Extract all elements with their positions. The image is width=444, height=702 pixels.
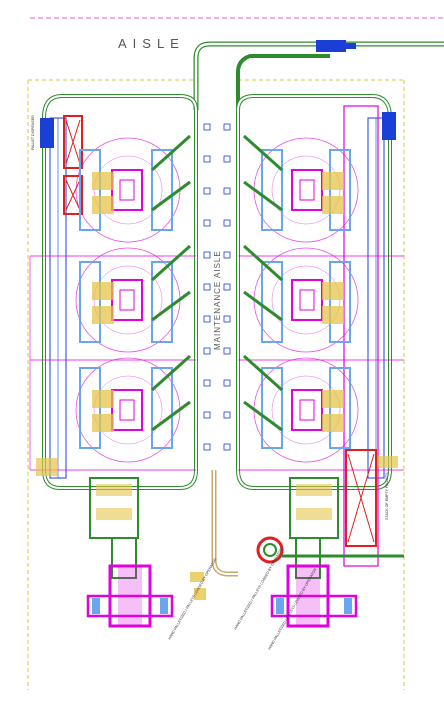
right-output-line — [256, 449, 404, 628]
top-aisle-label: AISLE — [118, 36, 185, 51]
left-cell-2 — [75, 244, 192, 353]
left-output-line — [36, 458, 174, 628]
left-cell-3 — [75, 354, 192, 463]
left-block — [29, 94, 198, 490]
maintenance-aisle-label: MAINTENANCE AISLE — [213, 250, 222, 350]
note-hand-pallets-mid: HAND PALLETIZED / PALLETS LOADED BY OPER… — [233, 547, 283, 630]
note-hand-pallets-left: HAND PALLETIZED / PALLETS LOADED BY OPER… — [167, 557, 217, 640]
right-pallet-dispenser — [345, 449, 377, 547]
note-pallet-dispenser: PALLET DISPENSER — [31, 115, 35, 150]
left-cell-1 — [75, 134, 192, 243]
turntable — [256, 536, 284, 564]
maintenance-aisle-stations — [203, 123, 231, 451]
top-drive-unit — [316, 40, 346, 52]
right-drive-unit — [382, 112, 396, 140]
right-block — [236, 94, 404, 567]
center-down-conveyor — [211, 470, 238, 577]
right-cell-2 — [242, 244, 359, 353]
note-empty-pallet-stack: STACK OF EMPTY PALLETS — [385, 472, 389, 520]
right-cell-1 — [242, 134, 359, 243]
left-pallet-dispenser — [63, 115, 83, 215]
top-feed-conveyor — [193, 41, 444, 110]
right-cell-3 — [242, 354, 359, 463]
left-drive-unit — [40, 118, 54, 148]
